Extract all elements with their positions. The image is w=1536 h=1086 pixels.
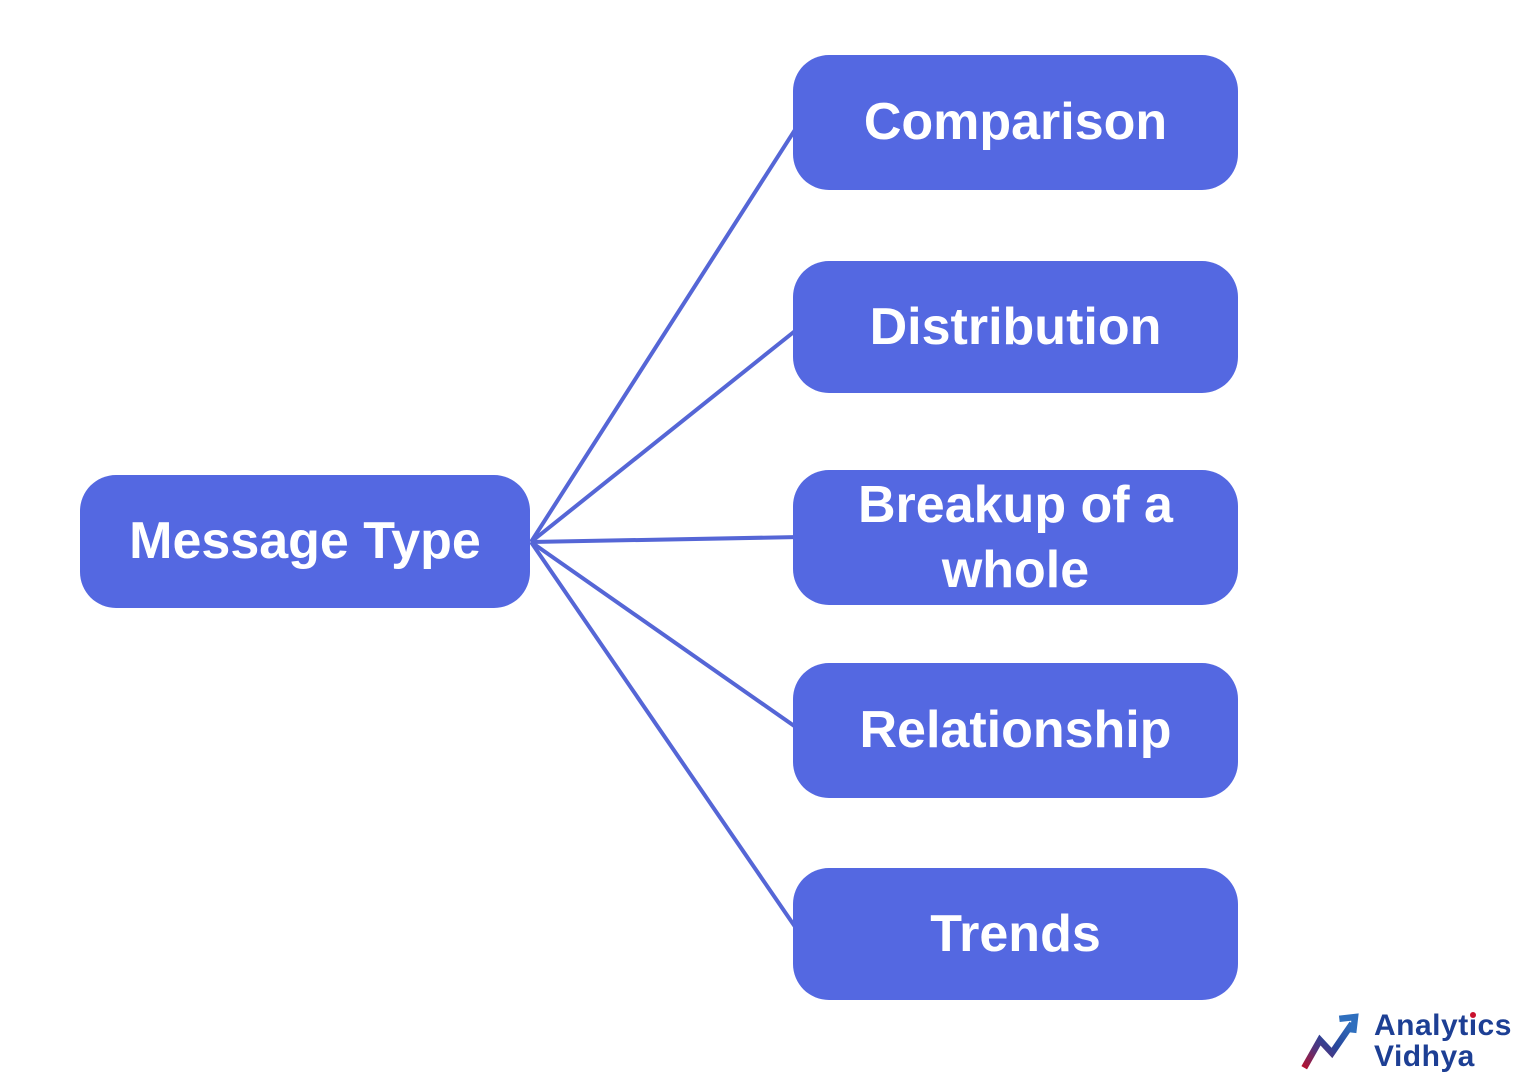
node-message-type-label: Message Type: [129, 512, 481, 571]
node-distribution-label: Distribution: [869, 297, 1162, 356]
node-trends-label: Trends: [930, 904, 1101, 963]
logo-wordmark: Analytıcs Vidhya: [1374, 1010, 1512, 1072]
node-breakup-of-a-whole-label: Breakup of a whole: [858, 476, 1173, 599]
logo-line1: Analytıcs: [1374, 1009, 1512, 1042]
node-relationship-label: Relationship: [859, 701, 1172, 760]
logo-line2: Vidhya: [1374, 1040, 1475, 1073]
node-breakup-of-a-whole: Breakup of a whole: [793, 470, 1238, 605]
node-message-type: Message Type: [80, 475, 530, 608]
node-relationship: Relationship: [793, 663, 1238, 798]
logo-red-i-dot: ı: [1468, 1009, 1478, 1042]
node-comparison-label: Comparison: [863, 93, 1168, 152]
node-trends: Trends: [793, 868, 1238, 1000]
analytics-vidhya-logo: Analytıcs Vidhya: [1298, 1002, 1526, 1080]
node-distribution: Distribution: [793, 261, 1238, 393]
trend-arrow-icon: [1301, 1013, 1359, 1070]
node-comparison: Comparison: [793, 55, 1238, 190]
